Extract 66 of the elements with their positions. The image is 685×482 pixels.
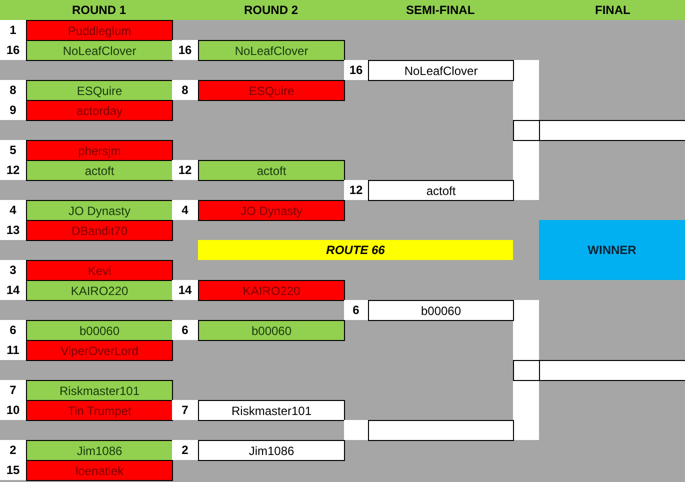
seed-number: 12 [344, 180, 368, 200]
seed-number: 4 [172, 200, 198, 220]
player-slot: b00060 [368, 300, 514, 321]
player-slot: NoLeafClover [368, 60, 514, 81]
player-slot: Jim1086 [26, 440, 173, 461]
seed-number: 7 [0, 380, 26, 400]
seed-number: 7 [172, 400, 198, 420]
seed-number: 5 [0, 140, 26, 160]
seed-number: 9 [0, 100, 26, 120]
seed-number: 14 [0, 280, 26, 300]
player-slot: NoLeafClover [198, 40, 345, 61]
seed-number: 6 [344, 300, 368, 320]
column-heading: FINAL [595, 3, 630, 17]
seed-number: 6 [0, 320, 26, 340]
final-slot [513, 120, 685, 141]
seed-number: 16 [0, 40, 26, 60]
bracket-connector [513, 380, 539, 440]
player-slot: JO Dynasty [26, 200, 173, 221]
player-slot: KAIRO220 [198, 280, 345, 301]
seed-number: 14 [172, 280, 198, 300]
seed-number: 16 [344, 60, 368, 80]
player-slot: Kevi [26, 260, 173, 281]
player-slot: Tin Trumpet [26, 400, 173, 421]
final-slot [513, 360, 685, 381]
seed-number: 6 [172, 320, 198, 340]
player-slot: Puddleglum [26, 20, 173, 41]
bracket-connector [513, 60, 539, 120]
seed-number: 12 [172, 160, 198, 180]
seed-number: 11 [0, 340, 26, 360]
player-slot: DBandit70 [26, 220, 173, 241]
player-slot: Riskmaster101 [26, 380, 173, 401]
seed-number: 3 [0, 260, 26, 280]
seed-number: 2 [0, 440, 26, 460]
bracket-connector [513, 140, 539, 200]
player-slot: ESQuire [198, 80, 345, 101]
seed-number: 16 [172, 40, 198, 60]
player-slot: actorday [26, 100, 173, 121]
seed-number: 13 [0, 220, 26, 240]
seed-number: 2 [172, 440, 198, 460]
seed-number: 1 [0, 20, 26, 40]
column-heading: ROUND 2 [244, 3, 298, 17]
winner-banner: WINNER [539, 220, 685, 280]
title-banner: ROUTE 66 [198, 240, 513, 260]
seed-number: 10 [0, 400, 26, 420]
player-slot: ViperOverLord [26, 340, 173, 361]
player-slot: loenatiek [26, 460, 173, 481]
column-heading: ROUND 1 [72, 3, 126, 17]
player-slot: b00060 [198, 320, 345, 341]
player-slot: Riskmaster101 [198, 400, 345, 421]
player-slot: NoLeafClover [26, 40, 173, 61]
player-slot: actoft [198, 160, 345, 181]
player-slot: actoft [26, 160, 173, 181]
player-slot: KAIRO220 [26, 280, 173, 301]
seed-number: 4 [0, 200, 26, 220]
column-heading: SEMI-FINAL [406, 3, 475, 17]
player-slot: actoft [368, 180, 514, 201]
player-slot: b00060 [26, 320, 173, 341]
player-slot: JO Dynasty [198, 200, 345, 221]
bracket-connector [513, 300, 539, 360]
seed-number: 8 [0, 80, 26, 100]
player-slot: phersjm [26, 140, 173, 161]
seed-number: 8 [172, 80, 198, 100]
seed-number: 15 [0, 460, 26, 480]
player-slot: ESQuire [26, 80, 173, 101]
seed-number: 12 [0, 160, 26, 180]
player-slot: Jim1086 [198, 440, 345, 461]
